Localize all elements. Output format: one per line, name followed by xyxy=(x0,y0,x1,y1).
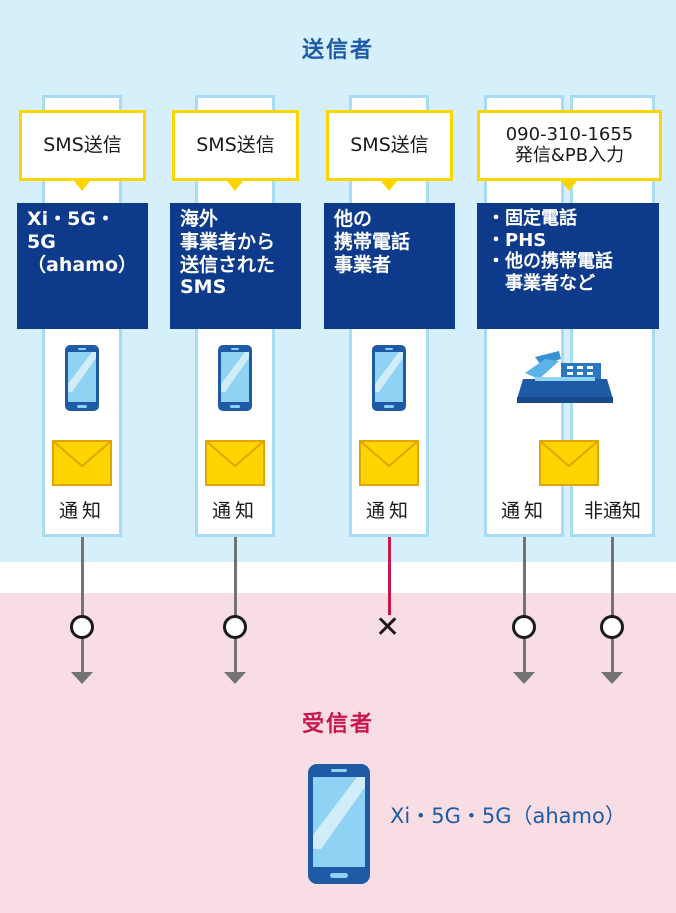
flow-line-4 xyxy=(523,537,526,672)
arrow-down-2 xyxy=(224,672,246,684)
flow-line-2 xyxy=(234,537,237,672)
sms-label-3: SMS送信 xyxy=(350,133,429,156)
landline-phone-icon xyxy=(517,351,613,403)
ok-mark-2 xyxy=(223,615,247,639)
notify-label-3: 通知 xyxy=(365,500,412,522)
pointer-2 xyxy=(227,181,243,191)
smartphone-icon xyxy=(218,345,252,411)
ok-mark-5 xyxy=(600,615,624,639)
carrier-box-2: 海外 事業者から 送信された SMS xyxy=(170,203,301,329)
sms-box-3: SMS送信 xyxy=(326,110,453,181)
ok-mark-1 xyxy=(70,615,94,639)
mail-icon xyxy=(539,440,599,486)
flow-line-5 xyxy=(611,537,614,672)
pointer-4 xyxy=(561,181,577,191)
mail-icon xyxy=(359,440,419,486)
arrow-down-4 xyxy=(513,672,535,684)
sms-label-2: SMS送信 xyxy=(196,133,275,156)
mail-icon xyxy=(52,440,112,486)
ok-mark-4 xyxy=(512,615,536,639)
receiver-title: 受信者 xyxy=(301,712,374,737)
sms-label-1: SMS送信 xyxy=(43,133,122,156)
arrow-down-1 xyxy=(71,672,93,684)
sender-title: 送信者 xyxy=(301,38,374,63)
flow-line-3 xyxy=(388,537,391,615)
notify-label-4: 通知 xyxy=(500,500,547,522)
notify-label-2: 通知 xyxy=(211,500,258,522)
smartphone-icon xyxy=(372,345,406,411)
non-notify-label: 非通知 xyxy=(583,500,641,522)
flow-line-1 xyxy=(81,537,84,672)
carrier-box-3: 他の 携帯電話 事業者 xyxy=(324,203,455,329)
carrier-box-1: Xi・5G・ 5G （ahamo） xyxy=(17,203,148,329)
sms-label-4: 090-310-1655 発信&PB入力 xyxy=(505,123,634,166)
arrow-down-5 xyxy=(601,672,623,684)
notify-label-1: 通知 xyxy=(58,500,105,522)
receiver-smartphone-icon xyxy=(308,764,370,884)
sms-box-2: SMS送信 xyxy=(172,110,299,181)
smartphone-icon xyxy=(65,345,99,411)
pointer-3 xyxy=(381,181,397,191)
carrier-box-4: ・固定電話 ・PHS ・他の携帯電話 事業者など xyxy=(477,203,659,329)
mail-icon xyxy=(205,440,265,486)
pointer-1 xyxy=(74,181,90,191)
receiver-label: Xi・5G・5G（ahamo） xyxy=(390,804,626,828)
ng-mark: ✕ xyxy=(375,610,401,645)
sms-box-1: SMS送信 xyxy=(19,110,146,181)
sms-box-4: 090-310-1655 発信&PB入力 xyxy=(477,110,662,181)
